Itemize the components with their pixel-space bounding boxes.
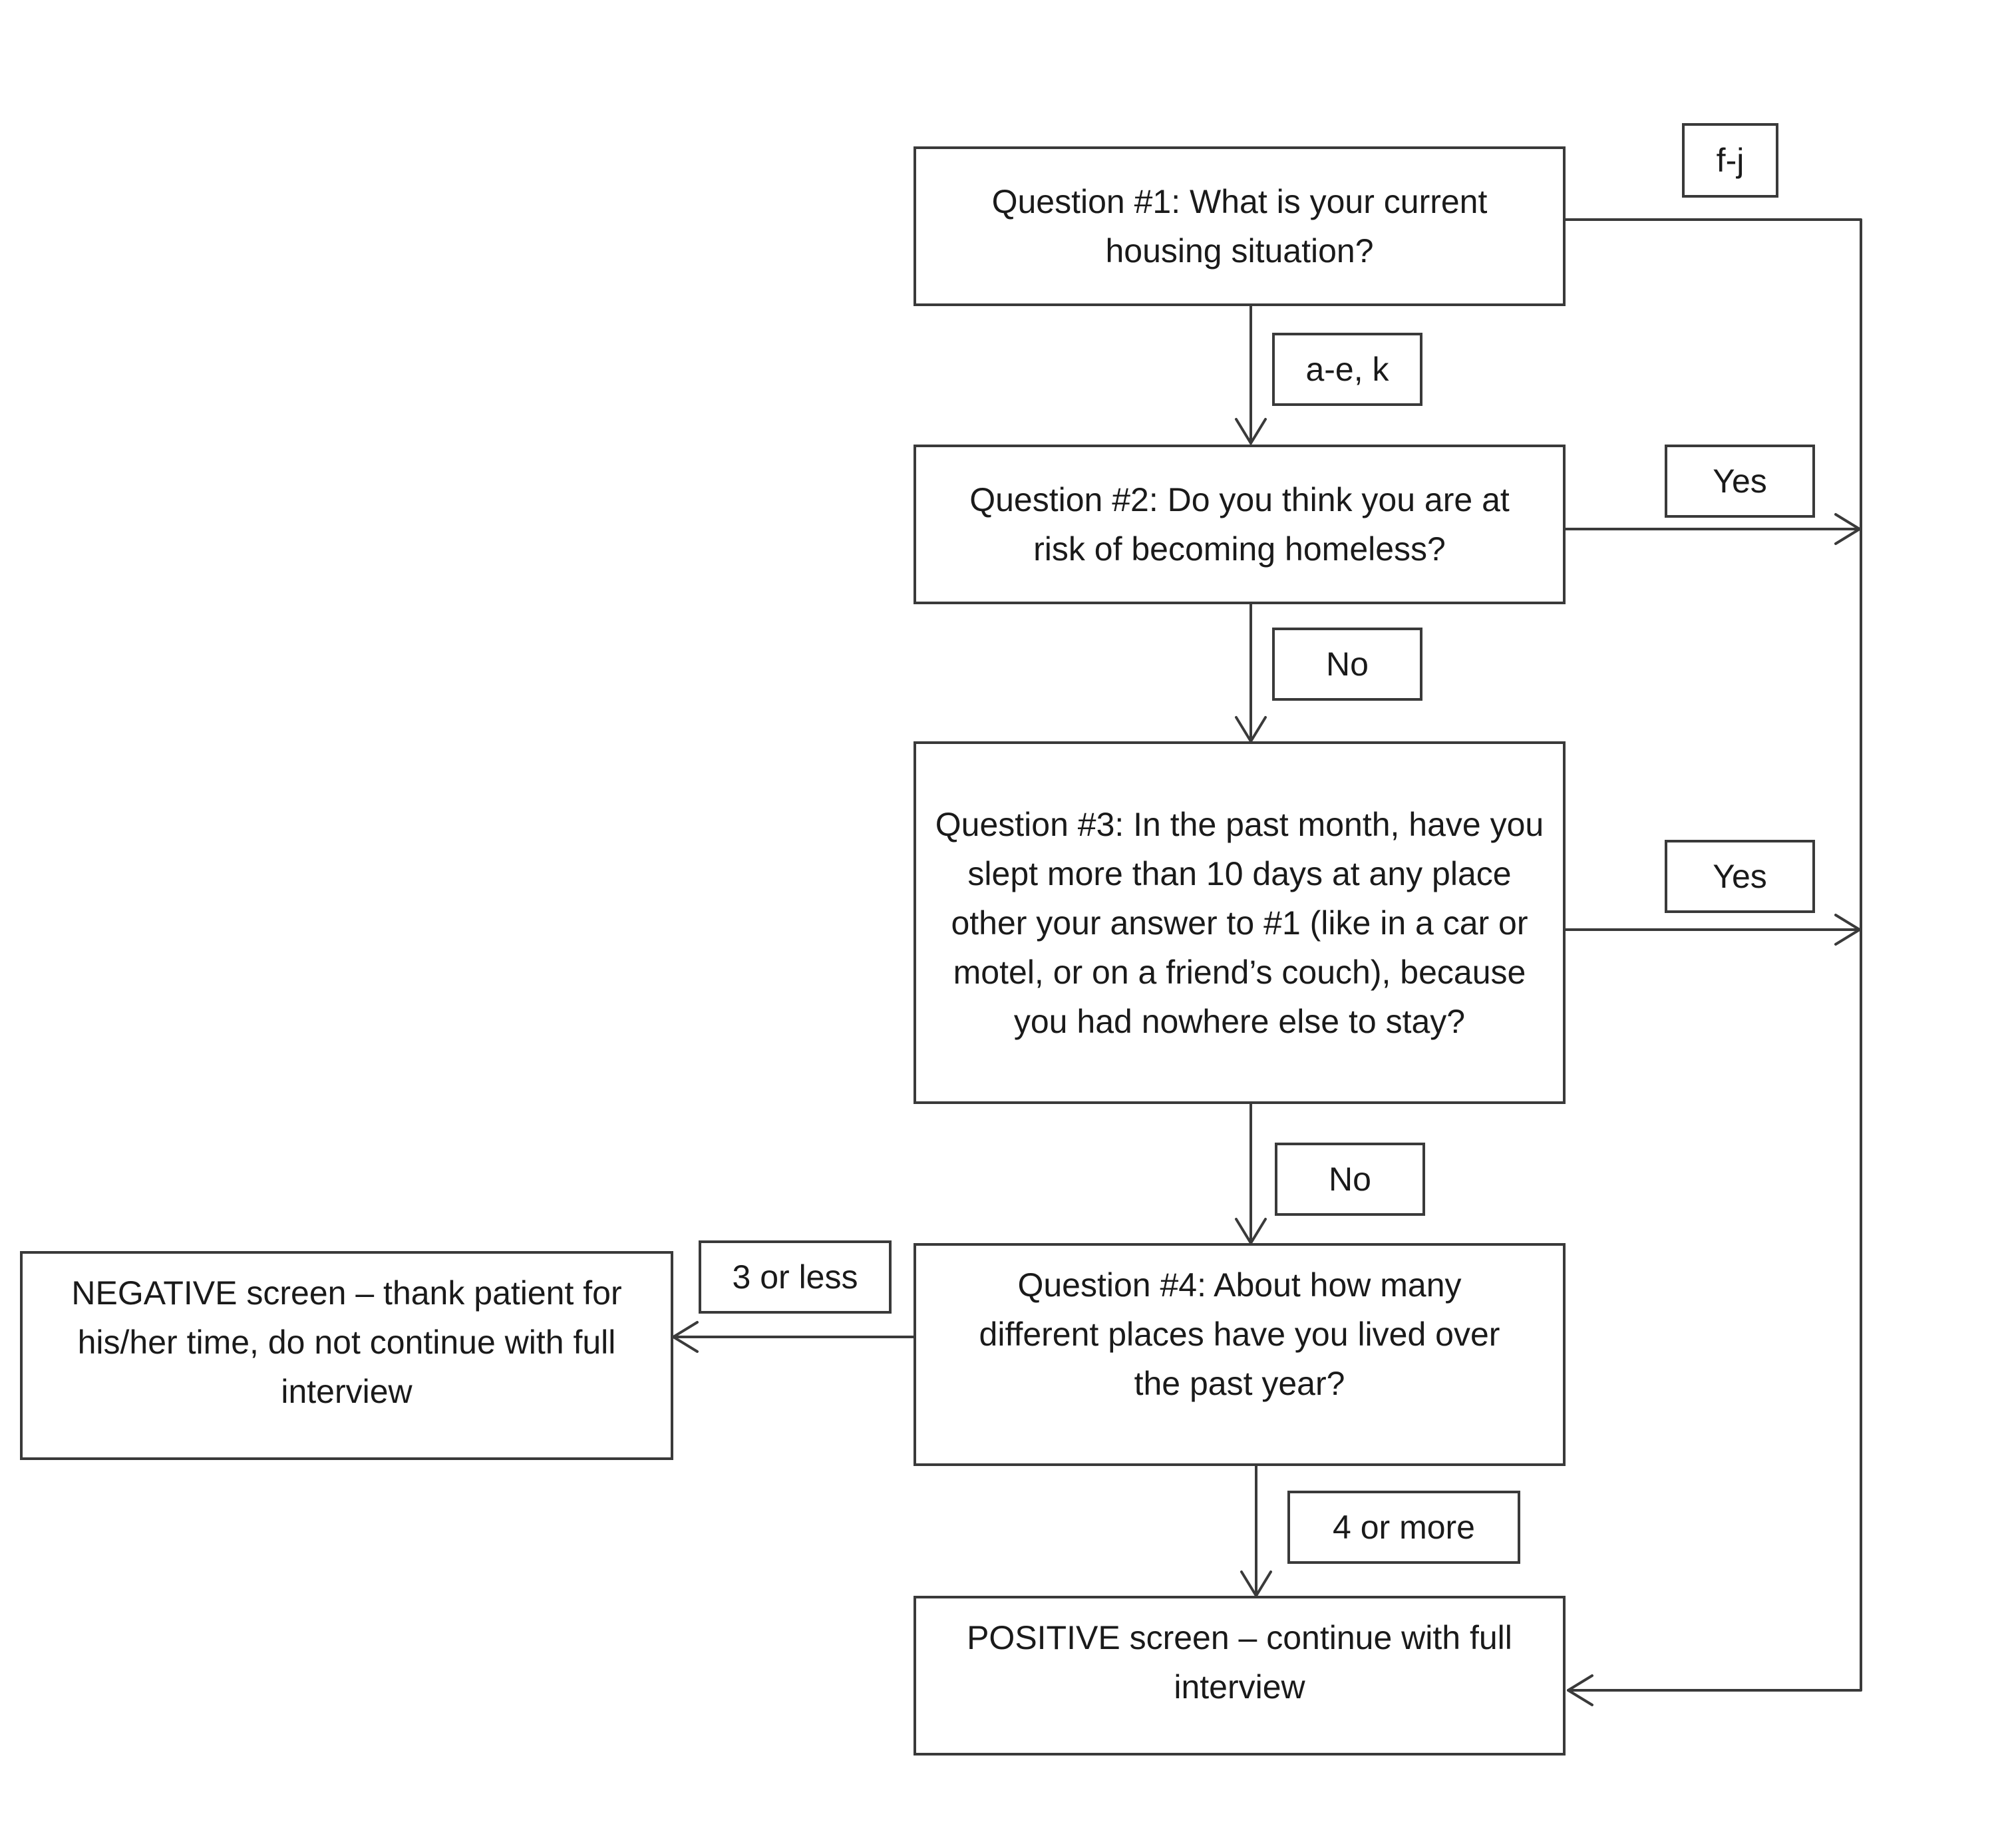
edge-label-q3-yes: Yes: [1665, 840, 1815, 913]
arrowhead-q2-yes: [1834, 513, 1861, 545]
arrowhead-q2: [1235, 418, 1267, 445]
negative-screen-text: NEGATIVE screen – thank patient for his/…: [71, 1274, 622, 1410]
positive-screen-box: POSITIVE screen – continue with full int…: [914, 1596, 1566, 1756]
question-3-text: Question #3: In the past month, have you…: [935, 805, 1544, 1040]
question-4-text: Question #4: About how many different pl…: [979, 1266, 1500, 1402]
question-2-text: Question #2: Do you think you are at ris…: [969, 481, 1510, 568]
question-1-box: Question #1: What is your current housin…: [914, 146, 1566, 306]
negative-screen-box: NEGATIVE screen – thank patient for his/…: [20, 1251, 673, 1460]
positive-screen-text: POSITIVE screen – continue with full int…: [967, 1619, 1512, 1706]
edge-label-f-j: f-j: [1682, 123, 1778, 198]
edge-label-q2-no: No: [1272, 628, 1422, 701]
arrowhead-negative: [672, 1321, 699, 1353]
edge-label-4-or-more: 4 or more: [1287, 1491, 1520, 1564]
question-4-box: Question #4: About how many different pl…: [914, 1243, 1566, 1466]
question-1-text: Question #1: What is your current housin…: [991, 183, 1488, 270]
question-3-box: Question #3: In the past month, have you…: [914, 741, 1566, 1104]
edge-label-q3-no: No: [1275, 1143, 1425, 1216]
edge-label-3-or-less: 3 or less: [699, 1240, 892, 1314]
edge-label-a-e-k: a-e, k: [1272, 333, 1422, 406]
edge-label-q2-yes: Yes: [1665, 445, 1815, 518]
arrowhead-positive-right: [1567, 1674, 1593, 1706]
question-2-box: Question #2: Do you think you are at ris…: [914, 445, 1566, 604]
edge-q1-positive: [1564, 218, 1862, 1692]
arrowhead-q3-yes: [1834, 914, 1861, 946]
